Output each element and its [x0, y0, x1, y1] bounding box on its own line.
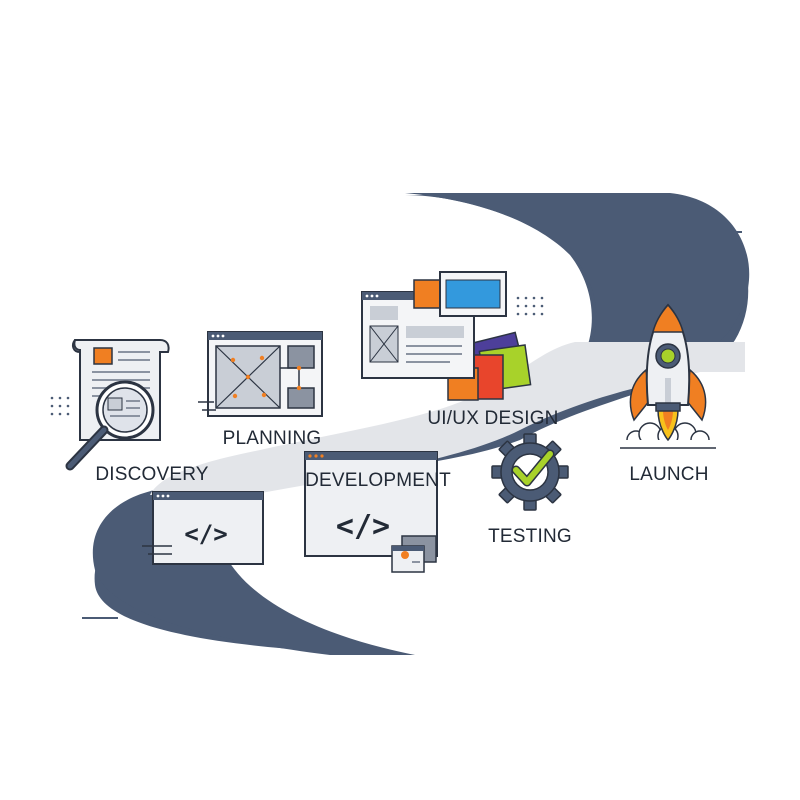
- wireframe-icon: [198, 331, 323, 417]
- code-window-small-icon: </>: [142, 491, 264, 565]
- road-middle-band: [150, 342, 745, 495]
- design-layout-icon: [361, 271, 532, 401]
- stage-label-development: DEVELOPMENT: [305, 470, 451, 491]
- dot-grid-left: [50, 396, 70, 416]
- decorative-lines: [82, 217, 742, 619]
- dot-grid-right: [516, 296, 544, 316]
- code-window-icon: </>: [304, 451, 438, 573]
- rocket-icon: [618, 303, 718, 452]
- document-magnifier-icon: [65, 339, 170, 471]
- stage-label-testing: TESTING: [488, 526, 572, 547]
- code-glyph-small: </>: [184, 520, 227, 548]
- code-glyph-large: </>: [336, 509, 390, 544]
- stage-label-uiux-design: UI/UX DESIGN: [427, 408, 558, 429]
- gear-check-icon: [491, 433, 569, 511]
- stage-label-planning: PLANNING: [223, 428, 322, 449]
- stage-label-launch: LAUNCH: [629, 464, 708, 485]
- stage-label-discovery: DISCOVERY: [95, 464, 208, 485]
